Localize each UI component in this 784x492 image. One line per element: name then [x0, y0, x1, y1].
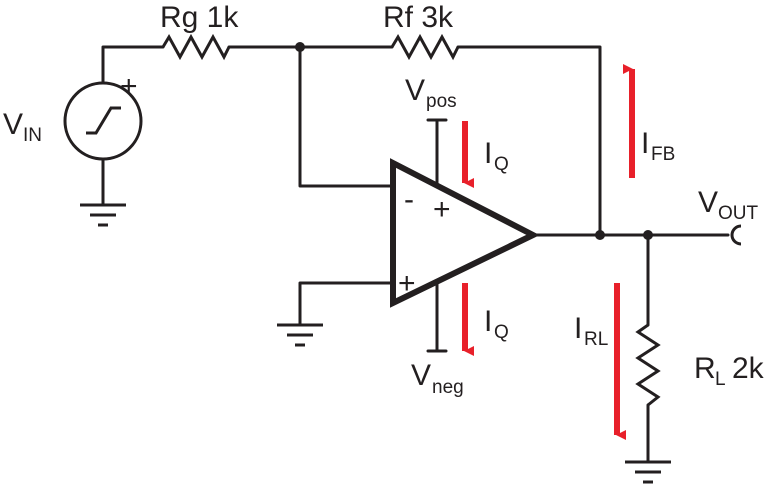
ground-icon — [277, 323, 323, 347]
resistor-rf — [390, 33, 460, 61]
iq-top-sub-label: Q — [494, 154, 509, 175]
ground-icon — [80, 203, 126, 227]
step-voltage-source-icon — [63, 81, 143, 161]
irl-label: I — [574, 312, 582, 345]
irl-sub-label: RL — [584, 329, 608, 350]
opamp-minus-sign: - — [404, 183, 414, 216]
vin-label: V — [3, 108, 23, 141]
vout-sub-label: OUT — [718, 203, 759, 224]
rl-label: R — [694, 352, 716, 385]
vneg-sub-label: neg — [432, 377, 464, 398]
resistor-rl — [635, 323, 661, 407]
wire-noninverting-to-ground — [298, 281, 395, 327]
vin-sub-label: IN — [23, 125, 42, 146]
wires — [101, 45, 730, 464]
junction-dot-feedback — [295, 42, 305, 52]
ifb-label: I — [641, 127, 649, 160]
wire-source-to-rg — [101, 45, 165, 84]
vpos-label: V — [405, 74, 425, 107]
rl-value-label: 2k — [732, 352, 765, 385]
source-plus-sign: + — [120, 70, 138, 103]
rg-label: Rg 1k — [160, 1, 239, 34]
output-terminal-icon — [730, 224, 742, 246]
iq-bottom-sub-label: Q — [494, 322, 509, 343]
rf-label: Rf 3k — [383, 1, 454, 34]
iq-top-label: I — [484, 137, 492, 170]
junction-dot-load — [643, 230, 653, 240]
opamp-plus-top-sign: + — [433, 193, 451, 226]
ifb-sub-label: FB — [651, 144, 675, 165]
rl-sub-label: L — [715, 369, 726, 390]
wire-junction-to-inverting — [298, 45, 395, 188]
resistor-rg — [161, 33, 231, 61]
current-arrows — [462, 64, 635, 440]
wire-rf-to-output — [456, 45, 602, 237]
opamp-plus-input-sign: + — [398, 267, 416, 300]
ground-icon — [625, 460, 671, 484]
vout-label: V — [698, 186, 718, 219]
op-amp-icon — [390, 158, 540, 308]
iq-bottom-label: I — [484, 305, 492, 338]
vneg-label: V — [411, 359, 431, 392]
vpos-sub-label: pos — [426, 91, 457, 112]
junction-dot-output — [595, 230, 605, 240]
